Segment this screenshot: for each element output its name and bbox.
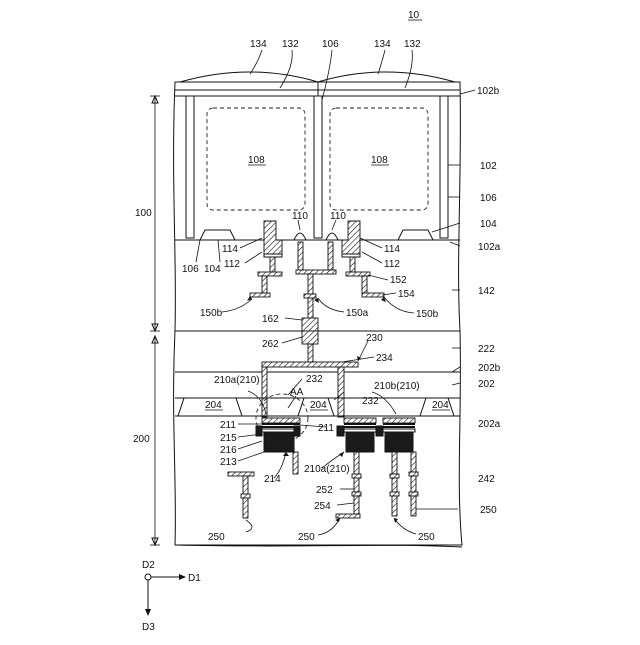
interconnect-230 bbox=[262, 362, 358, 367]
label-132-left: 132 bbox=[282, 39, 299, 50]
label-104-right: 104 bbox=[480, 219, 497, 230]
axis-d3-arrow bbox=[145, 609, 151, 616]
label-154: 154 bbox=[398, 289, 415, 300]
label-AA: AA bbox=[290, 387, 304, 398]
label-134-right: 134 bbox=[374, 39, 391, 50]
label-106-right: 106 bbox=[480, 193, 497, 204]
label-102: 102 bbox=[480, 161, 497, 172]
reference-labels: 134 132 106 134 132 102b 102 106 104 102… bbox=[182, 39, 501, 543]
label-200: 200 bbox=[133, 434, 150, 445]
label-202: 202 bbox=[478, 379, 495, 390]
label-114-left: 114 bbox=[222, 244, 238, 255]
label-204-center: 204 bbox=[310, 400, 327, 411]
label-234: 234 bbox=[376, 353, 393, 364]
label-213: 213 bbox=[220, 457, 237, 468]
floating-diffusion-right bbox=[326, 233, 338, 240]
axis-d2-origin bbox=[145, 574, 151, 580]
label-232-top: 232 bbox=[306, 374, 323, 385]
label-202b: 202b bbox=[478, 363, 501, 374]
interconnect-150b-right bbox=[346, 257, 384, 297]
label-150b-left: 150b bbox=[200, 308, 223, 319]
interconnect-250-center bbox=[336, 452, 361, 518]
label-150b-right: 150b bbox=[416, 309, 439, 320]
label-D1: D1 bbox=[188, 573, 201, 584]
sti-right bbox=[398, 230, 433, 240]
interconnect-250-right bbox=[390, 452, 418, 516]
label-262: 262 bbox=[262, 339, 279, 350]
tsv-232-right bbox=[338, 367, 344, 417]
label-112-left: 112 bbox=[224, 259, 240, 270]
label-211-left: 211 bbox=[220, 420, 236, 431]
isolation-left bbox=[186, 96, 194, 238]
label-110-right: 110 bbox=[330, 211, 346, 222]
label-106-left: 106 bbox=[182, 264, 199, 275]
label-D2: D2 bbox=[142, 560, 155, 571]
label-132-right: 132 bbox=[404, 39, 421, 50]
microlens-right bbox=[318, 72, 455, 82]
label-102b: 102b bbox=[477, 86, 500, 97]
transistor-210a-right bbox=[337, 418, 383, 452]
label-230: 230 bbox=[366, 333, 383, 344]
label-102a: 102a bbox=[478, 242, 501, 253]
axis-d1-arrow bbox=[179, 574, 186, 580]
label-250-center: 250 bbox=[298, 532, 315, 543]
isolation-center bbox=[314, 96, 322, 238]
transistor-210b bbox=[383, 418, 415, 452]
label-134-left: 134 bbox=[250, 39, 267, 50]
label-222: 222 bbox=[478, 344, 495, 355]
transfer-gate-right bbox=[342, 221, 360, 254]
label-216: 216 bbox=[220, 445, 237, 456]
gate-dielectric-left bbox=[264, 254, 282, 257]
label-214: 214 bbox=[264, 474, 281, 485]
sti-left bbox=[200, 230, 235, 240]
transfer-gate-left bbox=[264, 221, 282, 254]
label-110-left: 110 bbox=[292, 211, 308, 222]
label-250-far-right: 250 bbox=[480, 505, 497, 516]
microlens-left bbox=[180, 72, 318, 82]
label-112-right: 112 bbox=[384, 259, 400, 270]
gate-dielectric-right bbox=[342, 254, 360, 257]
direction-axes: D1 D2 D3 bbox=[142, 560, 201, 633]
label-108-right: 108 bbox=[371, 155, 388, 166]
label-104-left: 104 bbox=[204, 264, 221, 275]
label-142: 142 bbox=[478, 286, 495, 297]
bond-pad-262 bbox=[302, 331, 318, 344]
isolation-right bbox=[440, 96, 448, 238]
label-210b: 210b(210) bbox=[374, 381, 420, 392]
label-D3: D3 bbox=[142, 622, 155, 633]
label-232-bottom: 232 bbox=[362, 396, 379, 407]
transistor-210a-left bbox=[256, 418, 300, 474]
label-100: 100 bbox=[135, 208, 152, 219]
label-106-top: 106 bbox=[322, 39, 339, 50]
label-250-left: 250 bbox=[208, 532, 225, 543]
label-204-left: 204 bbox=[205, 400, 222, 411]
label-254: 254 bbox=[314, 501, 331, 512]
leader-lines bbox=[196, 50, 475, 535]
label-210a-top: 210a(210) bbox=[214, 375, 260, 386]
bracket-200 bbox=[150, 336, 160, 545]
interconnect-150b-left bbox=[250, 257, 282, 297]
bottom-edge bbox=[175, 545, 462, 547]
label-210a-bottom: 210a(210) bbox=[304, 464, 350, 475]
label-162: 162 bbox=[262, 314, 279, 325]
label-250-right: 250 bbox=[418, 532, 435, 543]
label-114-right: 114 bbox=[384, 244, 400, 255]
floating-diffusion-left bbox=[294, 233, 306, 240]
label-252: 252 bbox=[316, 485, 333, 496]
label-215: 215 bbox=[220, 433, 237, 444]
label-211-right: 211 bbox=[318, 423, 334, 434]
label-150a: 150a bbox=[346, 308, 369, 319]
label-202a: 202a bbox=[478, 419, 501, 430]
bond-pad-162 bbox=[302, 318, 318, 331]
interconnect-250-left bbox=[228, 472, 254, 518]
label-242: 242 bbox=[478, 474, 495, 485]
label-204-right: 204 bbox=[432, 400, 449, 411]
label-108-left: 108 bbox=[248, 155, 265, 166]
figure-number: 10 bbox=[408, 10, 420, 21]
label-152: 152 bbox=[390, 275, 407, 286]
